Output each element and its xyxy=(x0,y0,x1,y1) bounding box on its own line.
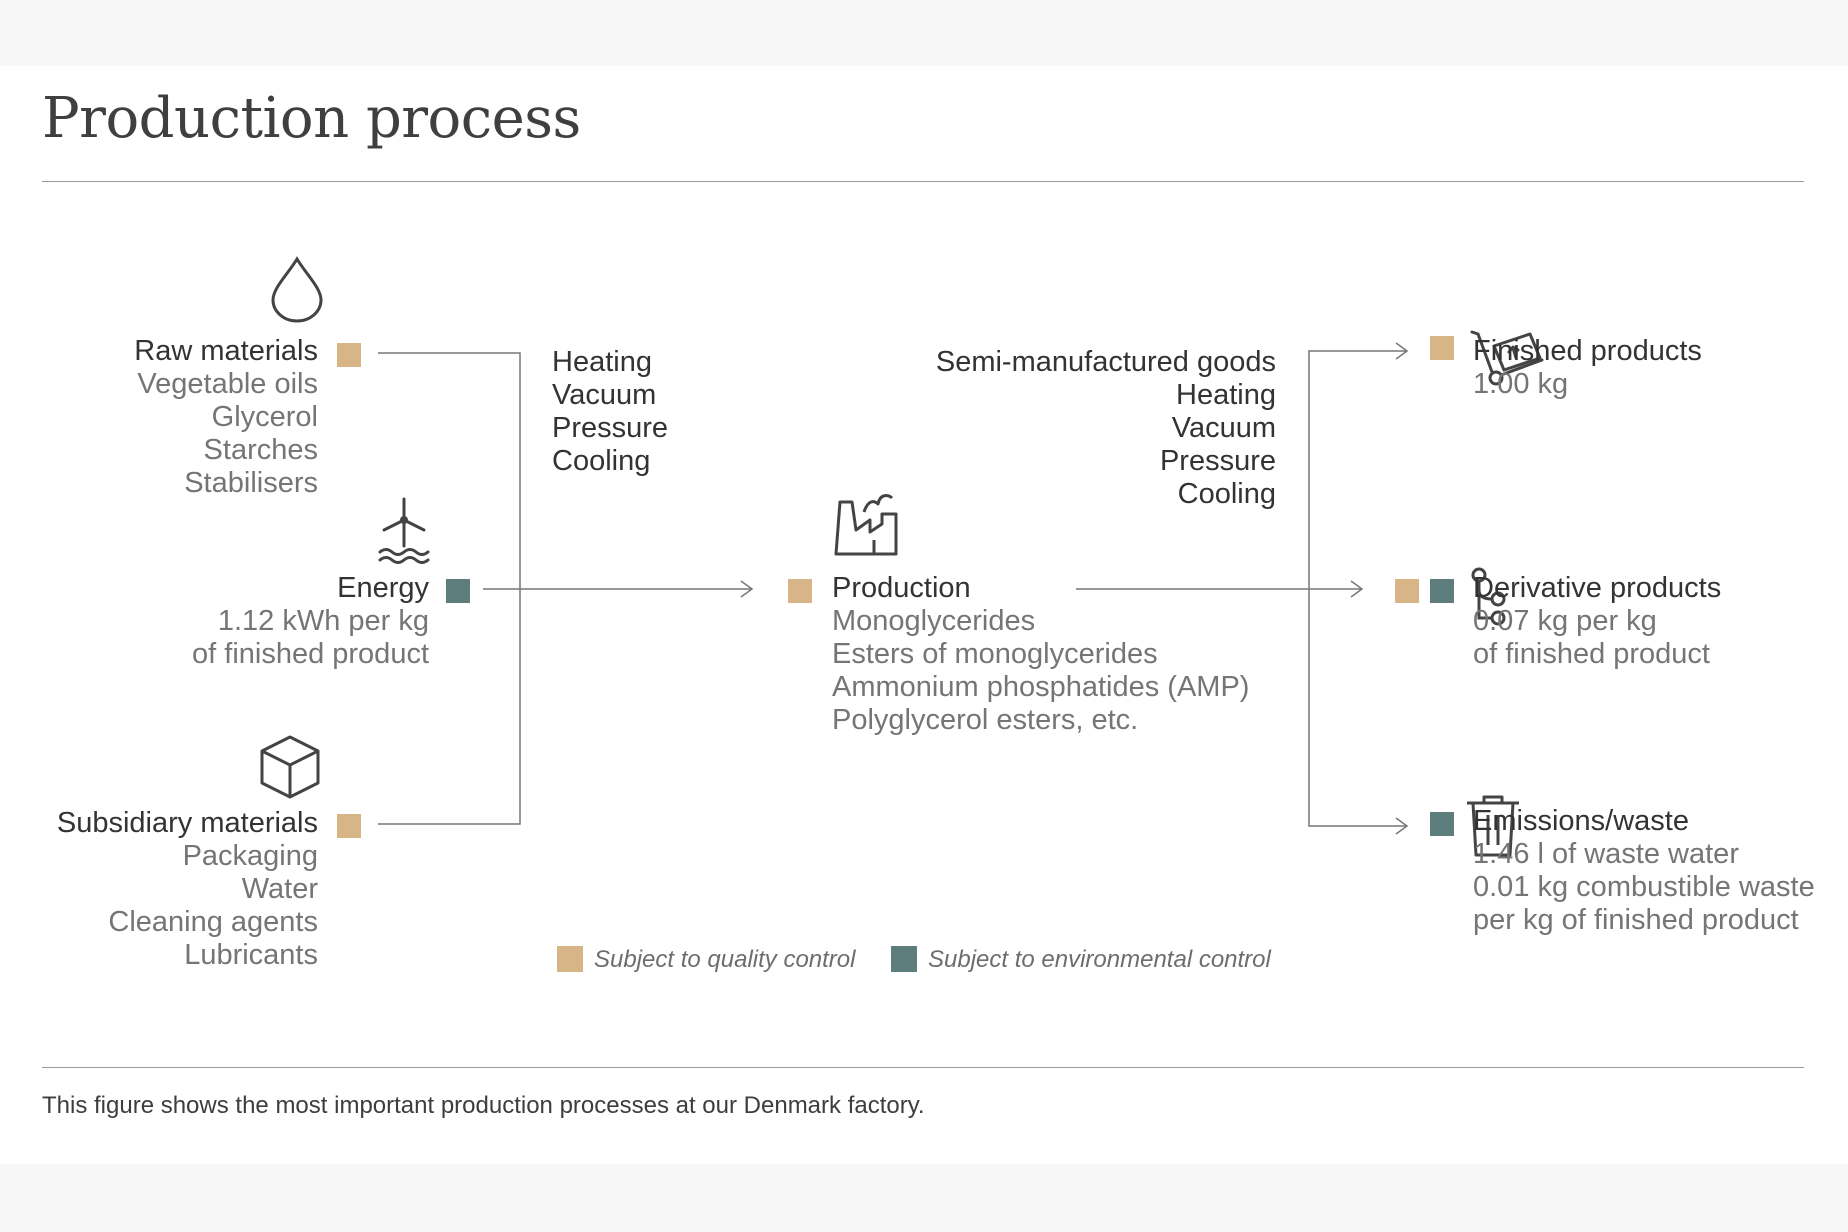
wind-turbine-icon xyxy=(376,496,432,566)
process-step: Cooling xyxy=(552,445,651,477)
legend-quality-swatch xyxy=(557,946,583,972)
box-icon xyxy=(258,733,322,801)
quality-control-marker xyxy=(788,579,812,603)
quality-control-marker xyxy=(337,814,361,838)
subsidiary-materials-item: Cleaning agents xyxy=(108,906,318,938)
finished-products-item: 1.00 kg xyxy=(1473,368,1569,400)
energy-item: 1.12 kWh per kg xyxy=(217,605,429,637)
subsidiary-materials-item: Lubricants xyxy=(184,939,318,971)
top-divider xyxy=(42,181,1804,182)
output-branch-line xyxy=(1308,350,1407,827)
flow-connectors xyxy=(378,342,1409,835)
production-item: Monoglycerides xyxy=(832,605,1036,637)
process-step: Pressure xyxy=(552,412,669,444)
legend-quality-label: Subject to quality control xyxy=(594,946,856,973)
derivative-products-heading: Derivative products xyxy=(1473,572,1722,604)
energy-block: Energy 1.12 kWh per kg of finished produ… xyxy=(192,572,429,671)
process-steps-right: Semi-manufactured goods Heating Vacuum P… xyxy=(936,346,1276,511)
emissions-arrowhead xyxy=(1395,817,1409,835)
finished-products-heading: Finished products xyxy=(1473,335,1702,367)
raw-materials-item: Stabilisers xyxy=(184,467,318,499)
production-item: Ammonium phosphatides (AMP) xyxy=(832,671,1250,703)
bottom-divider xyxy=(42,1067,1804,1068)
emissions-waste-heading: Emissions/waste xyxy=(1473,805,1689,837)
emissions-waste-item: per kg of finished product xyxy=(1473,904,1799,936)
subsidiary-materials-heading: Subsidiary materials xyxy=(56,807,318,839)
subsidiary-materials-item: Packaging xyxy=(182,840,318,872)
energy-item: of finished product xyxy=(192,638,429,670)
environmental-control-marker xyxy=(1430,579,1454,603)
quality-control-marker xyxy=(1430,336,1454,360)
drop-icon xyxy=(268,256,326,324)
production-item: Polyglycerol esters, etc. xyxy=(832,704,1139,736)
process-step: Semi-manufactured goods xyxy=(935,346,1276,378)
raw-materials-item: Vegetable oils xyxy=(137,368,318,400)
quality-control-marker xyxy=(1395,579,1419,603)
derivative-products-block: Derivative products 0.07 kg per kg of fi… xyxy=(1473,572,1721,671)
finished-arrowhead xyxy=(1395,342,1409,360)
environmental-control-marker xyxy=(1430,812,1454,836)
diagram-panel: Production process xyxy=(0,66,1848,1164)
raw-materials-heading: Raw materials xyxy=(134,335,318,367)
raw-materials-item: Glycerol xyxy=(211,401,318,433)
emissions-waste-item: 0.01 kg combustible waste xyxy=(1473,871,1815,903)
process-step: Cooling xyxy=(1177,478,1276,510)
legend-environmental-label: Subject to environmental control xyxy=(928,946,1271,973)
subsidiary-materials-block: Subsidiary materials Packaging Water Cle… xyxy=(57,807,318,972)
process-step: Pressure xyxy=(1159,445,1276,477)
energy-arrowhead xyxy=(740,580,754,598)
subsidiary-materials-item: Water xyxy=(241,873,318,905)
production-heading: Production xyxy=(832,572,971,604)
production-output-arrowhead xyxy=(1350,580,1364,598)
process-step: Heating xyxy=(1176,379,1276,411)
page-title: Production process xyxy=(42,86,581,151)
production-block: Production Monoglycerides Esters of mono… xyxy=(832,572,1249,737)
figure-caption: This figure shows the most important pro… xyxy=(42,1092,925,1119)
emissions-waste-item: 1.46 l of waste water xyxy=(1473,838,1739,870)
derivative-products-item: of finished product xyxy=(1473,638,1710,670)
quality-control-marker xyxy=(337,343,361,367)
raw-materials-block: Raw materials Vegetable oils Glycerol St… xyxy=(134,335,318,500)
emissions-waste-block: Emissions/waste 1.46 l of waste water 0.… xyxy=(1473,805,1815,937)
environmental-control-marker xyxy=(446,579,470,603)
raw-materials-item: Starches xyxy=(203,434,318,466)
trash-icon xyxy=(1464,793,1522,859)
production-item: Esters of monoglycerides xyxy=(832,638,1158,670)
legend-environmental-swatch xyxy=(891,946,917,972)
process-step: Vacuum xyxy=(552,379,657,411)
process-step: Vacuum xyxy=(1171,412,1276,444)
factory-icon xyxy=(830,490,902,558)
finished-products-block: Finished products 1.00 kg xyxy=(1473,335,1702,401)
process-step: Heating xyxy=(552,346,652,378)
energy-heading: Energy xyxy=(337,572,429,604)
branch-icon xyxy=(1468,566,1512,628)
derivative-products-item: 0.07 kg per kg xyxy=(1473,605,1657,637)
hand-truck-icon xyxy=(1468,328,1546,388)
process-steps-left: Heating Vacuum Pressure Cooling xyxy=(552,346,668,478)
